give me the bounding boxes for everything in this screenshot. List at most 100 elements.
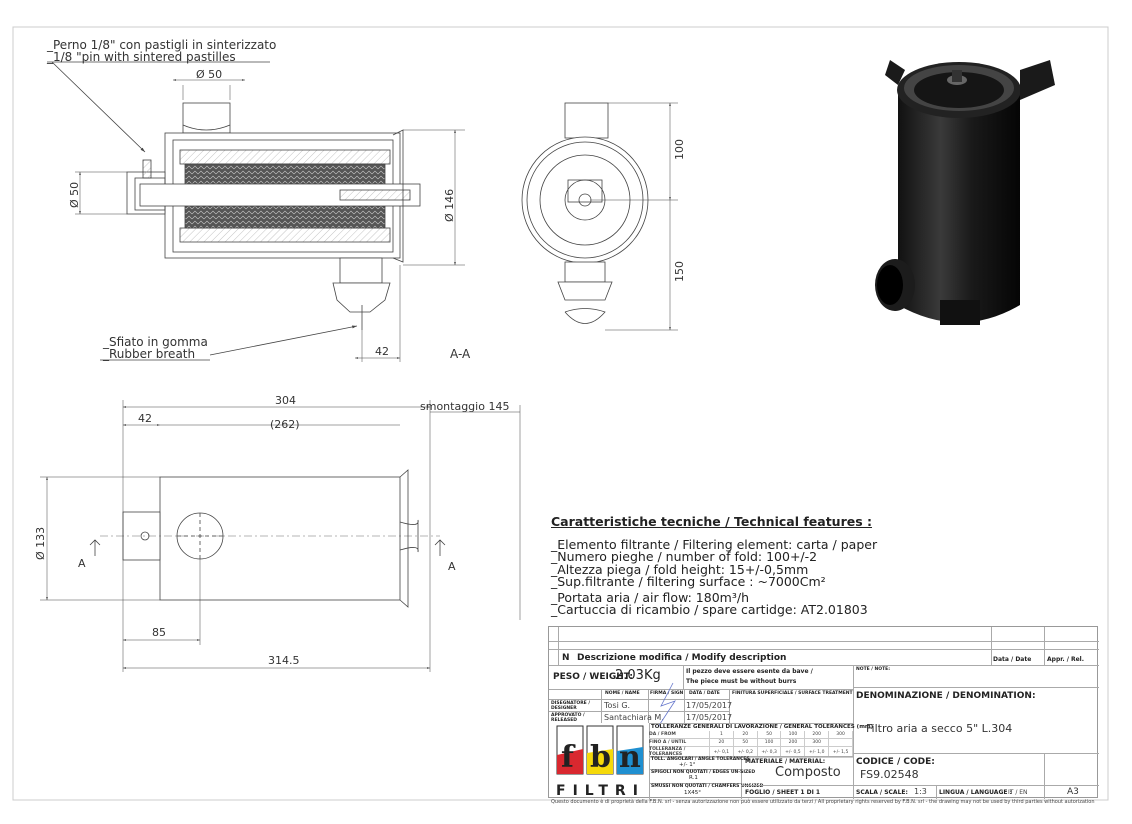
table-cell: FINO A / UNTIL (649, 738, 710, 747)
table-cell: +/- 0,3 (757, 746, 782, 758)
designer-date: 17/05/2017 (686, 701, 733, 710)
material-label: MATERIALE / MATERIAL: (745, 758, 826, 765)
dim-top-outlet: Ø 50 (196, 68, 222, 81)
title-block: N Descrizione modifica / Modify descript… (548, 626, 1099, 799)
table-cell: +/- 0,1 (709, 746, 734, 758)
col-sign: FIRMA / SIGN (650, 691, 684, 696)
dim-overall-length: 304 (275, 394, 296, 407)
scale-label: SCALA / SCALE: (856, 789, 908, 796)
feature-item: _Numero pieghe / number of fold: 100+/-2 (551, 549, 818, 564)
dim-inlet-offset: 42 (138, 412, 152, 425)
copyright-footer: Questo documento è di proprietà della F.… (551, 799, 1095, 805)
table-cell: 50 (757, 731, 782, 739)
table-cell: 300 (804, 738, 830, 747)
table-cell: +/- 1,5 (828, 746, 853, 758)
dim-disassembly: smontaggio 145 (420, 400, 509, 413)
tolerances-title: TOLLERANZE GENERALI DI LAVORAZIONE / GEN… (651, 724, 874, 730)
table-cell: DA / FROM (649, 731, 710, 739)
angle-tol-value: +/- 1° (679, 762, 696, 768)
pin-label-en: _1/8 "pin with sintered pastilles (46, 50, 236, 64)
technical-features: Caratteristiche tecniche / Technical fea… (551, 514, 878, 617)
feature-item: _Sup.filtrante / filtering surface : ~70… (551, 574, 826, 589)
dim-end-lower: 150 (673, 261, 686, 282)
approved-name: Santachiara M. (604, 713, 664, 722)
section-name: A-A (450, 347, 471, 361)
plan-view (40, 400, 521, 672)
rev-n: N (562, 653, 570, 663)
dim-valve-offset: 42 (375, 345, 389, 358)
table-cell: 300 (828, 731, 853, 739)
sheet-frame (12, 26, 1109, 801)
svg-text:f: f (561, 740, 576, 775)
sheet-number: FOGLIO / SHEET 1 DI 1 (745, 789, 821, 796)
feature-item: _Altezza piega / fold height: 15+/-0,5mm (551, 561, 809, 577)
signature (657, 682, 676, 728)
table-row: TOLLERANZA / TOLERANCES+/- 0,1+/- 0,2+/-… (649, 746, 853, 758)
feature-item: _Elemento filtrante / Filtering element:… (551, 536, 878, 552)
fbn-logo: f b n FILTRI (556, 725, 644, 799)
svg-text:b: b (590, 740, 611, 775)
dim-outlet-position: 85 (152, 626, 166, 639)
table-cell: 20 (709, 738, 734, 747)
col-name: NOME / NAME (605, 691, 640, 696)
angle-tol-label: TOLL. ANGOLARI / ANGLE TOLERANCES (651, 757, 750, 762)
table-cell: 100 (780, 731, 806, 739)
section-marker-right: A (448, 560, 456, 573)
approved-label: APPROVATO / RELEASED (551, 713, 585, 723)
table-cell: 1 (709, 731, 734, 739)
filter-3d-render (875, 60, 1055, 325)
rev-date: Data / Date (993, 656, 1032, 663)
burr-note-en: The piece must be without burrs (686, 678, 797, 685)
weight-label: PESO / WEIGHT: (553, 672, 634, 682)
surface-treatment: FINITURA SUPERFICIALE / SURFACE TREATMEN… (732, 691, 853, 696)
denomination-value: Filtro aria a secco 5" L.304 (866, 722, 1013, 735)
features-title: Caratteristiche tecniche / Technical fea… (551, 514, 873, 529)
table-cell: +/- 0,2 (733, 746, 758, 758)
weight-value: 2.03Kg (615, 668, 661, 683)
table-cell: 50 (733, 738, 758, 747)
fbn-logo-brand: FILTRI (556, 783, 645, 799)
table-cell: 200 (780, 738, 806, 747)
dim-body-diameter: Ø 146 (443, 189, 456, 222)
table-cell: 20 (733, 731, 758, 739)
dim-plan-diameter: Ø 133 (34, 527, 47, 560)
section-marker-left: A (78, 557, 86, 570)
note-label: NOTE / NOTE: (856, 667, 891, 672)
breath-label-en: _Rubber breath (102, 347, 195, 361)
fbn-logo-mark: f b n (556, 725, 644, 775)
svg-text:n: n (619, 740, 641, 775)
table-cell: 200 (804, 731, 830, 739)
designer-name: Tosi G. (604, 701, 631, 710)
section-view-a-a (47, 61, 465, 362)
dim-total-length: 314.5 (268, 654, 300, 667)
edges-value: R.1 (689, 775, 698, 781)
pin-label-it: _Perno 1/8" con pastigli in sinterizzato (46, 38, 276, 52)
table-cell: 100 (757, 738, 782, 747)
approved-date: 17/05/2017 (686, 713, 733, 722)
rev-approval: Appr. / Rel. (1047, 656, 1085, 663)
code-label: CODICE / CODE: (856, 757, 935, 767)
denomination-label: DENOMINAZIONE / DENOMINATION: (856, 691, 1036, 701)
end-view (521, 102, 678, 331)
sheet-format: A3 (1067, 787, 1079, 797)
dim-body-length: (262) (270, 418, 300, 431)
material-value: Composto (775, 765, 841, 780)
col-date: DATA / DATE (689, 691, 720, 696)
language-label: LINGUA / LANGUAGE : (939, 789, 1012, 796)
scale-value: 1:3 (914, 787, 927, 796)
code-value: FS9.02548 (860, 768, 919, 781)
table-cell (828, 738, 853, 747)
breath-label-it: _Sfiato in gomma (102, 335, 208, 349)
edges-label: SPIGOLI NON QUOTATI / EDGES UN-SIZED (651, 770, 756, 775)
language-value: IT / EN (1008, 789, 1028, 796)
feature-item: _Cartuccia di ricambio / spare cartidge:… (551, 602, 868, 617)
chamfer-value: 1X45° (684, 790, 702, 796)
table-cell: +/- 1,0 (804, 746, 830, 758)
designer-label: DISEGNATORE / DESIGNER (551, 701, 590, 711)
burr-note-it: Il pezzo deve essere esente da bave / (686, 668, 813, 675)
feature-item: _Portata aria / air flow: 180m³/h (551, 589, 749, 605)
dim-end-upper: 100 (673, 139, 686, 160)
